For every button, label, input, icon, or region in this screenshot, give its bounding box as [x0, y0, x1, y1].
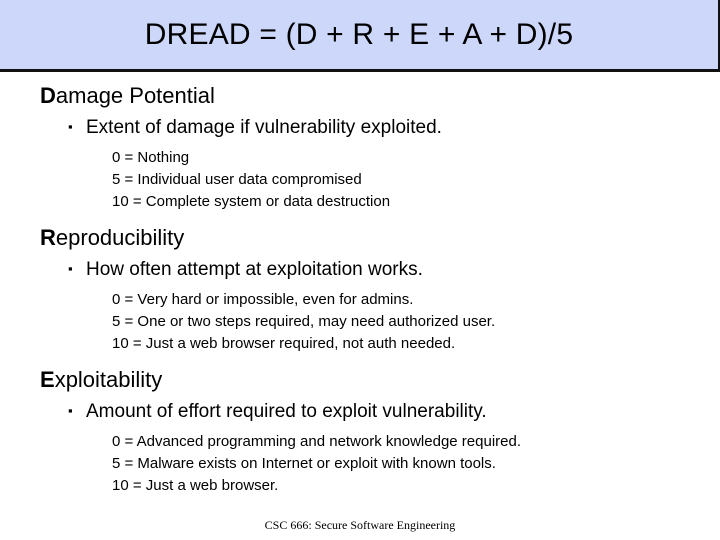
page-title: DREAD = (D + R + E + A + D)/5 — [144, 17, 574, 51]
scale-detail-line: 5 = Individual user data compromised — [112, 171, 362, 188]
scale-detail-line: 0 = Nothing — [112, 149, 190, 166]
section-heading: Reproducibility — [40, 226, 184, 249]
scale-detail-line: 0 = Very hard or impossible, even for ad… — [112, 291, 414, 308]
section-bullet: ▪ Extent of damage if vulnerability explo… — [68, 118, 442, 138]
square-bullet-icon: ▪ — [68, 261, 73, 276]
section-bullet: ▪ Amount of effort required to exploit vu… — [68, 402, 487, 422]
scale-detail-line: 10 = Complete system or data destruction — [112, 193, 391, 210]
section-bullet: ▪ How often attempt at exploitation works… — [68, 260, 423, 280]
scale-detail-line: 5 = One or two steps required, may need … — [112, 313, 496, 330]
heading-remainder: xploitability — [54, 367, 163, 392]
scale-detail-line: 10 = Just a web browser. — [112, 477, 279, 494]
scale-detail-line: 10 = Just a web browser required, not au… — [112, 335, 456, 352]
scale-detail-line: 5 = Malware exists on Internet or exploi… — [112, 455, 496, 472]
slide-footer: CSC 666: Secure Software Engineering — [264, 518, 456, 532]
section-bullet-label: Extent of damage if vulnerability exploi… — [86, 117, 442, 138]
slide-title-banner: DREAD = (D + R + E + A + D)/5 — [0, 0, 720, 72]
heading-capital-letter: D — [40, 83, 56, 108]
section-bullet-label: How often attempt at exploitation works. — [86, 259, 423, 280]
heading-capital-letter: R — [40, 225, 56, 250]
square-bullet-icon: ▪ — [68, 403, 73, 418]
scale-detail-line: 0 = Advanced programming and network kno… — [112, 433, 521, 450]
heading-remainder: amage Potential — [55, 83, 215, 108]
section-bullet-label: Amount of effort required to exploit vul… — [86, 401, 487, 422]
section-heading: Exploitability — [40, 368, 162, 391]
square-bullet-icon: ▪ — [68, 119, 73, 134]
slide-content-area: Damage Potential ▪ Extent of damage if vu… — [0, 72, 720, 540]
heading-capital-letter: E — [40, 367, 55, 392]
heading-remainder: eproducibility — [55, 225, 185, 250]
section-heading: Damage Potential — [40, 84, 215, 107]
